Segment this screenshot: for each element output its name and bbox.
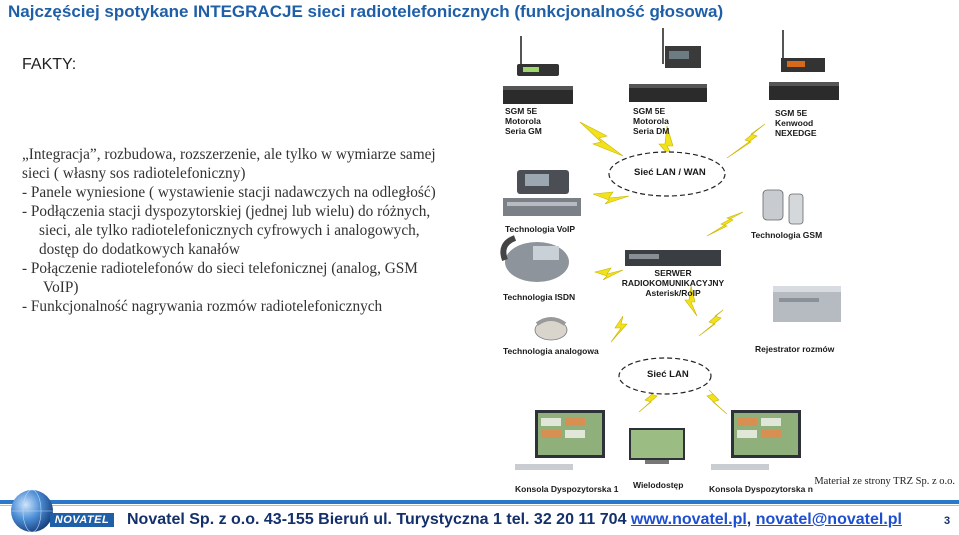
- diagram-graphics: [500, 28, 841, 470]
- lightning-icon: [638, 391, 658, 413]
- lightning-icon: [592, 191, 630, 205]
- radio-motorola-dm: [629, 28, 707, 102]
- lan-cloud: [618, 357, 712, 395]
- body-line-8: VoIP): [43, 279, 79, 296]
- body-line-2: sieci ( własny sos radiotelefoniczny): [22, 165, 246, 182]
- label-voip: Technologia VoIP: [505, 224, 576, 234]
- label-recorder: Rejestrator rozmów: [755, 344, 835, 354]
- label-console-n: Konsola Dyspozytorska n: [709, 484, 813, 494]
- radio-motorola-gm: [503, 36, 573, 104]
- facts-label: FAKTY:: [22, 56, 77, 73]
- console-1-icon: [515, 410, 605, 470]
- footer-bar: [0, 500, 959, 504]
- lan-wan-cloud: [608, 151, 726, 197]
- analog-phone-icon: [534, 317, 568, 341]
- body-line-1: „Integracja”, rozbudowa, rozszerzenie, a…: [22, 146, 436, 163]
- recorder-icon: [773, 286, 841, 322]
- label-isdn: Technologia ISDN: [503, 292, 576, 302]
- footer-separator: ,: [746, 511, 756, 528]
- lightning-bolts: [579, 121, 766, 415]
- voip-phone-icon: [503, 170, 581, 216]
- globe-icon: [11, 489, 53, 533]
- body-line-4: - Podłączenia stacji dyspozytorskiej (je…: [22, 203, 431, 220]
- novatel-logo: NOVATEL: [50, 513, 114, 527]
- lightning-icon: [593, 267, 624, 281]
- label-analog: Technologia analogowa: [503, 346, 599, 356]
- gsm-phones-icon: [762, 189, 804, 225]
- body-line-3: - Panele wyniesione ( wystawienie stacji…: [22, 184, 436, 201]
- lightning-icon: [706, 211, 744, 237]
- body-line-5: sieci, ale tylko radiotelefonicznych cyf…: [39, 222, 420, 239]
- wallboard-icon: [629, 428, 685, 464]
- lightning-icon: [706, 389, 728, 415]
- footer-address: Novatel Sp. z o.o. 43-155 Bieruń ul. Tur…: [127, 511, 631, 528]
- body-line-9: - Funkcjonalność nagrywania rozmów radio…: [22, 298, 383, 315]
- lightning-icon: [684, 285, 698, 317]
- body-line-6: dostęp do dodatkowych kanałów: [39, 241, 240, 258]
- label-wallboard: Wielodostęp: [633, 480, 684, 490]
- slide-title: Najczęściej spotykane INTEGRACJE sieci r…: [8, 2, 724, 21]
- isdn-phone-icon: [500, 235, 569, 282]
- lightning-icon: [698, 309, 724, 337]
- body-line-7: - Połączenie radiotelefonów do sieci tel…: [22, 260, 418, 277]
- footer-bar-thin: [0, 505, 959, 506]
- label-console-1: Konsola Dyspozytorska 1: [515, 484, 619, 494]
- source-note: Materiał ze strony TRZ Sp. z o.o.: [814, 476, 955, 487]
- lightning-icon: [579, 121, 624, 157]
- email-link[interactable]: novatel@novatel.pl: [755, 511, 902, 528]
- label-lan-wan: Sieć LAN / WAN: [634, 167, 706, 178]
- facts-body: „Integracja”, rozbudowa, rozszerzenie, a…: [22, 145, 492, 316]
- footer-contact: Novatel Sp. z o.o. 43-155 Bieruń ul. Tur…: [127, 511, 902, 529]
- lightning-icon: [726, 123, 766, 159]
- label-gsm: Technologia GSM: [751, 230, 823, 240]
- radio-kenwood: [769, 30, 839, 100]
- lightning-icon: [610, 315, 628, 343]
- label-lan: Sieć LAN: [647, 369, 689, 380]
- console-n-icon: [711, 410, 801, 470]
- website-link[interactable]: www.novatel.pl: [630, 511, 747, 528]
- page-number: 3: [944, 515, 951, 527]
- server-icon: [625, 250, 721, 266]
